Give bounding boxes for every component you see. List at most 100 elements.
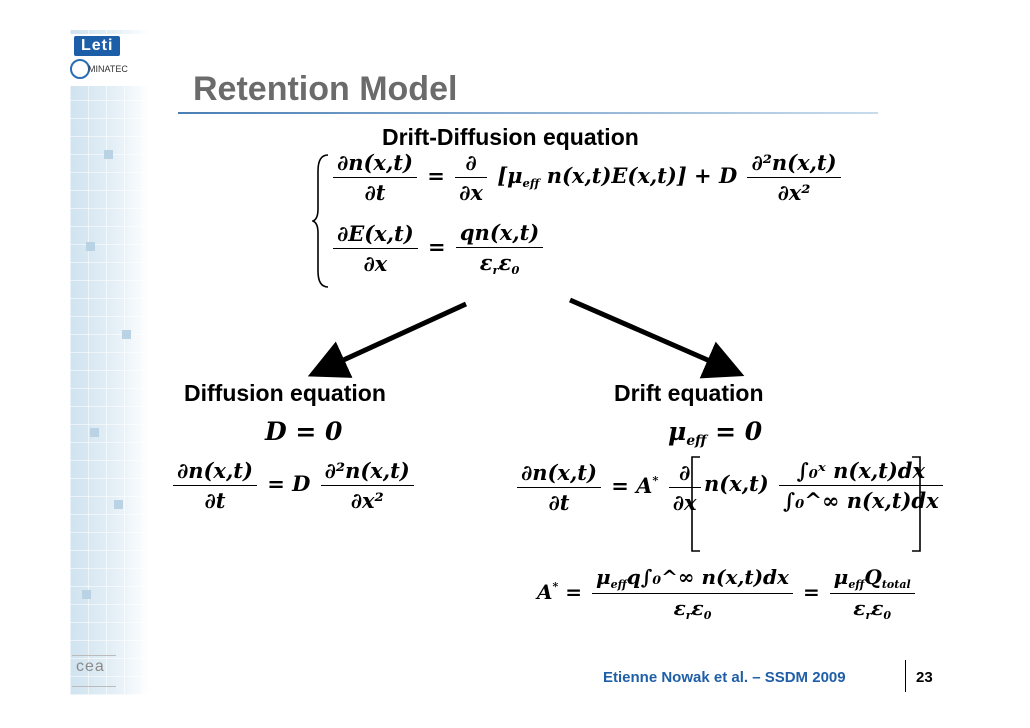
denominator: ∂x — [459, 180, 483, 205]
decor-square — [90, 428, 99, 437]
epsilon: ε — [853, 595, 866, 620]
minatec-logo-text: MINATEC — [88, 64, 128, 74]
denominator: ∂t — [364, 180, 386, 205]
drift-header: Drift equation — [614, 380, 764, 406]
arrow-to-drift — [569, 297, 745, 379]
mu-term: [μ — [497, 163, 523, 188]
d-coefficient: D — [292, 471, 311, 496]
second-derivative-fraction: ∂²n(x,t) ∂x² — [320, 458, 414, 513]
mu-equals-zero: μeff = 0 — [668, 417, 762, 449]
decor-square — [114, 500, 123, 509]
equals-zero: = 0 — [706, 417, 763, 446]
minatec-ring-icon — [70, 59, 90, 79]
square-brackets — [691, 456, 921, 552]
numerator: μeffq∫₀^∞ n(x,t)dx — [592, 565, 793, 594]
numerator: ∂ — [668, 460, 701, 488]
equals-sign: = — [565, 579, 583, 604]
cea-divider-bottom — [72, 686, 116, 687]
arrow-to-diffusion — [307, 301, 468, 378]
denominator: ∂t — [548, 490, 570, 515]
denominator: εrε0 — [456, 248, 543, 277]
mu-symbol: μ — [668, 417, 687, 446]
star-superscript: * — [652, 472, 659, 487]
denominator: ∂x — [363, 251, 388, 277]
eff-subscript: eff — [522, 176, 540, 191]
drift-diffusion-header: Drift-Diffusion equation — [382, 124, 639, 150]
epsilon: ε — [479, 250, 493, 275]
a-star: A* — [537, 580, 558, 604]
side-decoration — [70, 30, 150, 695]
a-star-fraction: μeffq∫₀^∞ n(x,t)dx εrε0 — [592, 565, 793, 622]
r-subscript: r — [492, 263, 499, 278]
slide-title: Retention Model — [193, 70, 458, 108]
decor-square — [122, 330, 131, 339]
leti-logo: Leti MINATEC — [70, 34, 148, 86]
system-brace — [312, 154, 329, 288]
a-symbol: A — [636, 473, 653, 498]
normalized-concentration: n(x,t) ∫₀ˣ n(x,t)dx ∫₀^∞ n(x,t)dx — [704, 458, 946, 513]
numerator: ∂E(x,t) — [333, 221, 418, 250]
footer-citation: Etienne Nowak et al. – SSDM 2009 — [603, 669, 846, 686]
epsilon: ε — [498, 250, 512, 275]
zero-subscript: 0 — [511, 263, 520, 278]
q-symbol: Q — [864, 565, 882, 589]
denominator: εrε0 — [830, 594, 915, 622]
integral-numerator: ∫₀ˣ n(x,t)dx — [778, 458, 943, 486]
continuity-equation: ∂n(x,t) ∂t = ∂ ∂x [μeff n(x,t)E(x,t)] + … — [330, 150, 844, 205]
eff-subscript: eff — [686, 432, 707, 449]
zero-subscript: 0 — [703, 608, 712, 622]
r-subscript: r — [685, 608, 692, 622]
integral-ratio-fraction: ∫₀ˣ n(x,t)dx ∫₀^∞ n(x,t)dx — [778, 458, 943, 513]
page-number: 23 — [916, 669, 933, 686]
bracket-term: n(x,t)E(x,t)] + D — [539, 163, 738, 188]
mu-symbol: μ — [833, 565, 849, 589]
lhs-fraction: ∂n(x,t) ∂t — [333, 150, 417, 205]
charge-integral: q∫₀^∞ n(x,t)dx — [626, 565, 789, 589]
cea-divider-top — [72, 655, 116, 656]
r-subscript: r — [865, 608, 872, 622]
equals-sign: = — [611, 473, 629, 498]
decor-square — [86, 242, 95, 251]
q-total-fraction: μeffQtotal εrε0 — [829, 565, 915, 622]
numerator: qn(x,t) — [455, 220, 544, 248]
numerator: ∂n(x,t) — [333, 150, 417, 178]
poisson-equation: ∂E(x,t) ∂x = qn(x,t) εrε0 — [330, 220, 546, 277]
eff-subscript: eff — [610, 577, 627, 591]
partial-x-fraction: ∂ ∂x — [668, 460, 701, 515]
lhs-fraction: ∂E(x,t) ∂x — [333, 221, 418, 276]
decor-square — [82, 590, 91, 599]
a-star-definition: A* = μeffq∫₀^∞ n(x,t)dx εrε0 = μeffQtota… — [537, 565, 918, 622]
denominator: ∂t — [204, 488, 226, 513]
cea-logo: cea — [76, 658, 105, 675]
numerator: ∂n(x,t) — [517, 460, 601, 488]
n-xt: n(x,t) — [704, 471, 769, 496]
a-star: A* — [636, 473, 658, 498]
lhs-fraction: ∂n(x,t) ∂t — [517, 460, 601, 515]
zero-subscript: 0 — [883, 608, 892, 622]
total-subscript: total — [881, 577, 911, 591]
numerator: μeffQtotal — [829, 565, 915, 594]
epsilon: ε — [673, 595, 686, 620]
a-symbol: A — [537, 579, 553, 604]
denominator: ∂x² — [777, 180, 811, 205]
drift-equation: ∂n(x,t) ∂t = A* ∂ ∂x — [514, 460, 704, 515]
decor-square — [104, 150, 113, 159]
numerator: ∂²n(x,t) — [320, 458, 414, 486]
partial-x-fraction: ∂ ∂x — [455, 150, 487, 205]
equals-sign: = — [802, 579, 820, 604]
diffusion-equation: ∂n(x,t) ∂t = D ∂²n(x,t) ∂x² — [170, 458, 417, 513]
equals-sign: = — [427, 163, 445, 188]
second-derivative-fraction: ∂²n(x,t) ∂x² — [747, 150, 841, 205]
denominator: εrε0 — [592, 594, 793, 622]
equals-sign: = — [427, 234, 446, 260]
mu-symbol: μ — [596, 565, 611, 589]
eff-subscript: eff — [848, 577, 865, 591]
leti-logo-text: Leti — [74, 36, 121, 56]
integral-denominator: ∫₀^∞ n(x,t)dx — [782, 488, 939, 513]
star-superscript: * — [552, 580, 559, 594]
lhs-fraction: ∂n(x,t) ∂t — [173, 458, 257, 513]
title-underline — [178, 112, 878, 114]
numerator: ∂²n(x,t) — [747, 150, 841, 178]
page-separator — [905, 660, 906, 692]
